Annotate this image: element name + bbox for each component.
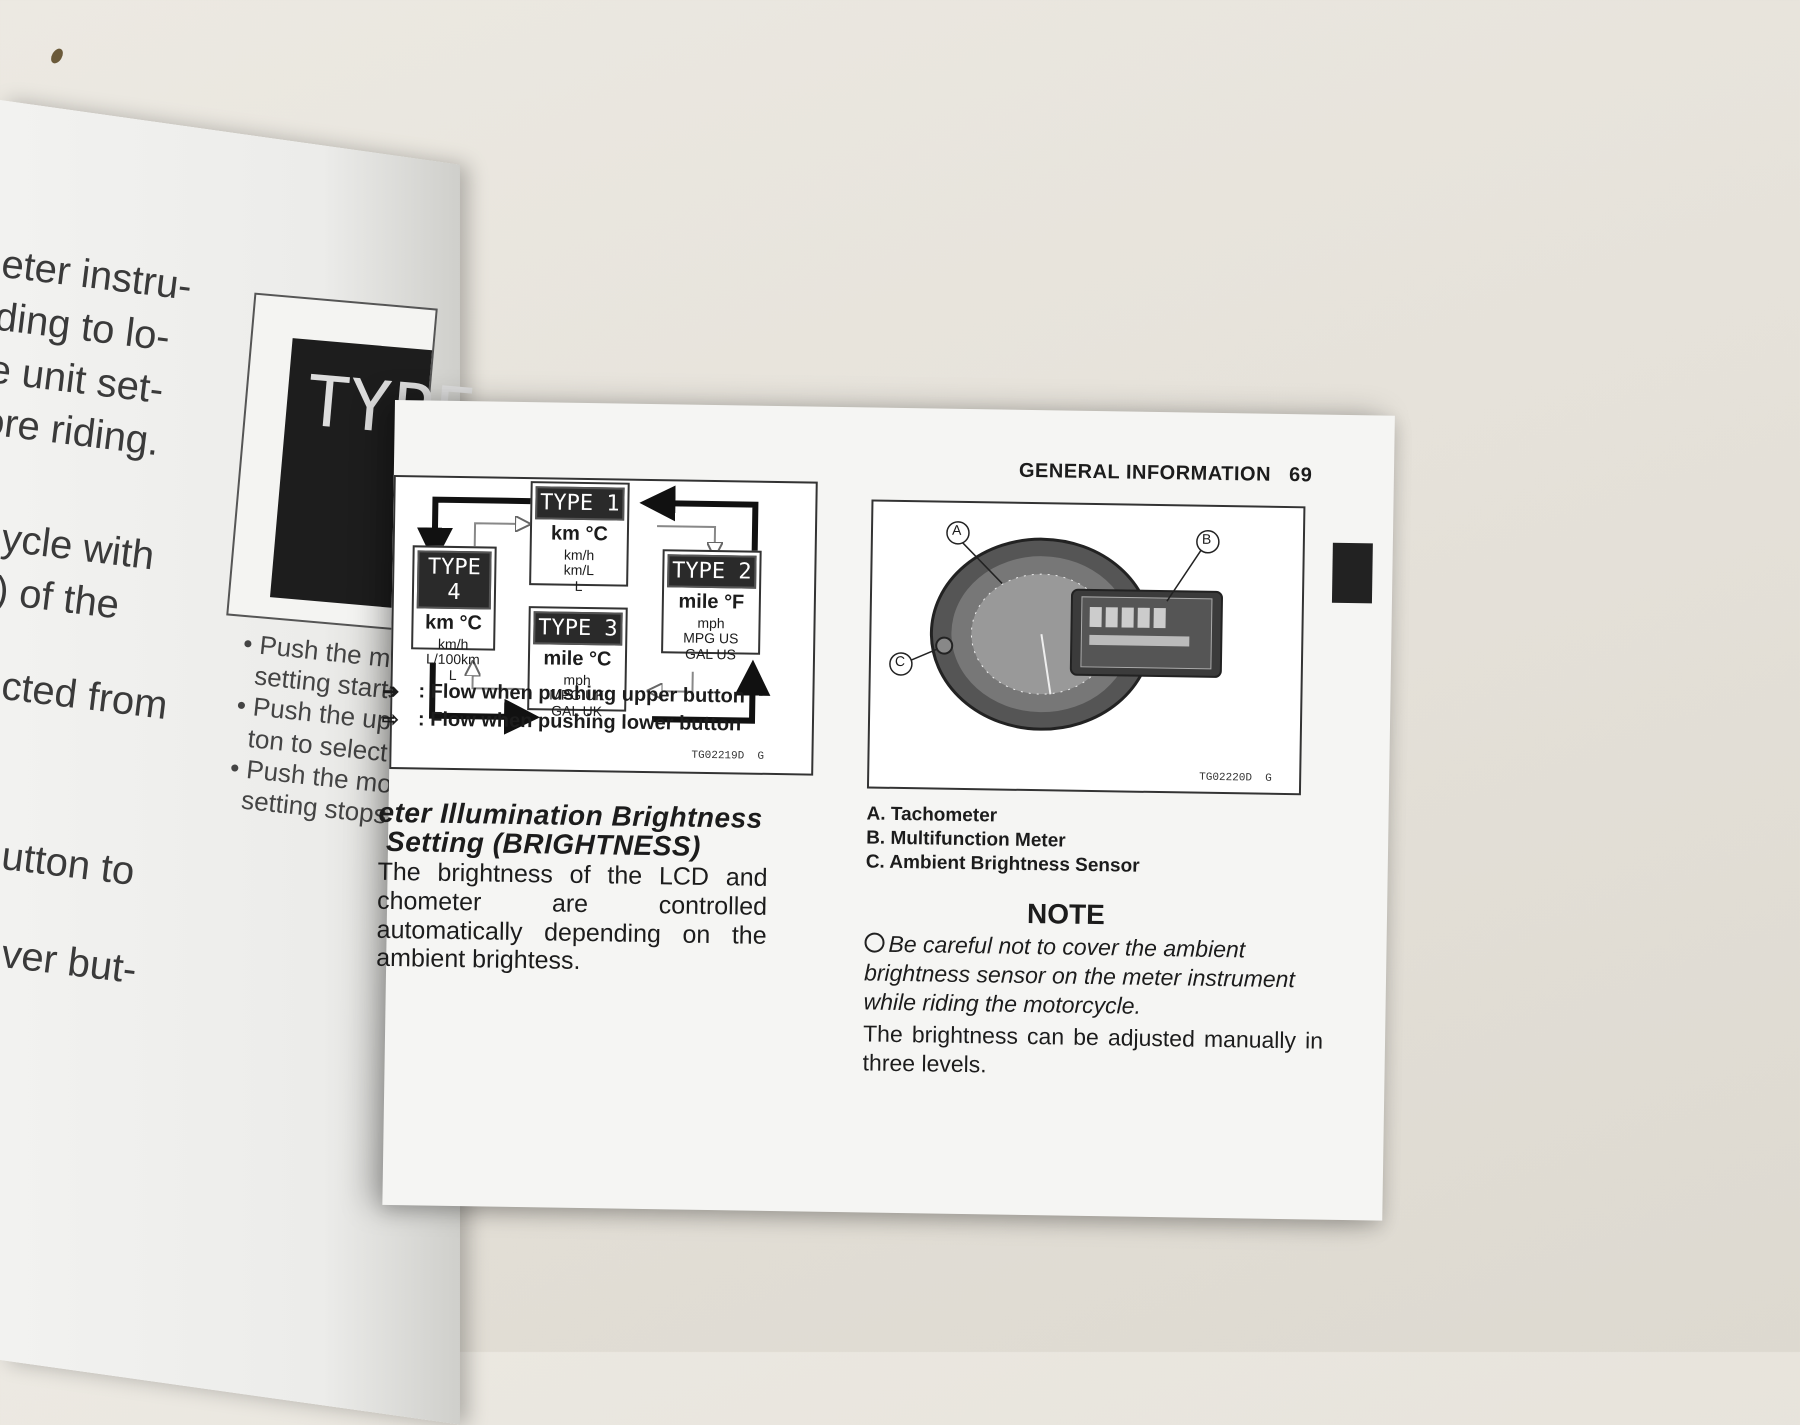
type4-units: km °C [424, 611, 483, 635]
callout-c: C [894, 652, 906, 670]
right-page: GENERAL INFORMATION 69 ▢ ▢ ▢ ▢ TYPE 1 km… [376, 400, 1395, 1221]
circle-bullet-icon [864, 932, 885, 953]
type2-box: TYPE 2 mile °F mph MPG US GAL US [661, 549, 762, 662]
thumb-tab [1331, 542, 1373, 604]
flow-legend: ➔ : Flow when pushing upper button ⇨ : F… [382, 677, 745, 739]
legend-lower-text: : Flow when pushing lower button [417, 707, 742, 735]
type2-label: TYPE 2 [667, 554, 757, 589]
type3-label: TYPE 3 [533, 611, 623, 646]
figure2-code: TG02220D G [1199, 771, 1272, 785]
type4-box: TYPE 4 km °C km/h L/100km L [411, 545, 497, 683]
flow-arrows [417, 485, 771, 735]
stain-speck [48, 46, 66, 66]
type3-units: mile °C [543, 647, 612, 671]
type1-box: TYPE 1 km °C km/h km/L L [529, 481, 630, 594]
type4-label: TYPE 4 [416, 550, 492, 610]
type1-units: km °C [550, 522, 609, 546]
type2-volume: GAL US [685, 645, 737, 663]
meter-figure: A B C TG02220D G [866, 499, 1306, 796]
type2-economy: MPG US [683, 629, 739, 647]
page-number: 69 [1288, 464, 1313, 487]
type1-volume: L [574, 577, 583, 594]
section-title: eter Illumination Brightness Setting (BR… [378, 796, 763, 863]
meter-illustration [889, 521, 1223, 731]
left-page-text-2: ycle with ) of the [0, 515, 157, 628]
unit-type-flow-figure: TYPE 1 km °C km/h km/L L TYPE 2 mile °F … [389, 474, 818, 776]
left-page-text-1: eter instru- ding to lo- e unit set- ore… [0, 241, 195, 465]
brightness-description: The brightness of the LCD and chometer a… [376, 857, 768, 976]
brightness-levels-text: The brightness can be adjusted manually … [862, 1020, 1324, 1078]
type1-economy: km/L [563, 562, 595, 579]
black-arrow-icon: ➔ [382, 680, 400, 703]
type1-label: TYPE 1 [535, 486, 625, 521]
page-header: GENERAL INFORMATION 69 [1019, 460, 1313, 488]
note-text: Be careful not to cover the ambient brig… [863, 930, 1296, 1019]
white-arrow-icon: ⇨ [381, 708, 399, 731]
legend-lower: ⇨ : Flow when pushing lower button [382, 705, 745, 739]
type4-economy: L/100km [425, 650, 480, 668]
caption-c: C. Ambient Brightness Sensor [865, 851, 1140, 878]
legend-upper-text: : Flow when pushing upper button [418, 679, 746, 708]
figure1-code: TG02219D G [691, 749, 765, 763]
type2-units: mile °F [678, 590, 745, 614]
note-title: NOTE [1026, 897, 1106, 931]
section-name: GENERAL INFORMATION [1018, 459, 1272, 486]
meter-captions: A. Tachometer B. Multifunction Meter C. … [866, 802, 1141, 879]
callout-a: A [951, 521, 962, 538]
callout-b: B [1201, 530, 1212, 547]
